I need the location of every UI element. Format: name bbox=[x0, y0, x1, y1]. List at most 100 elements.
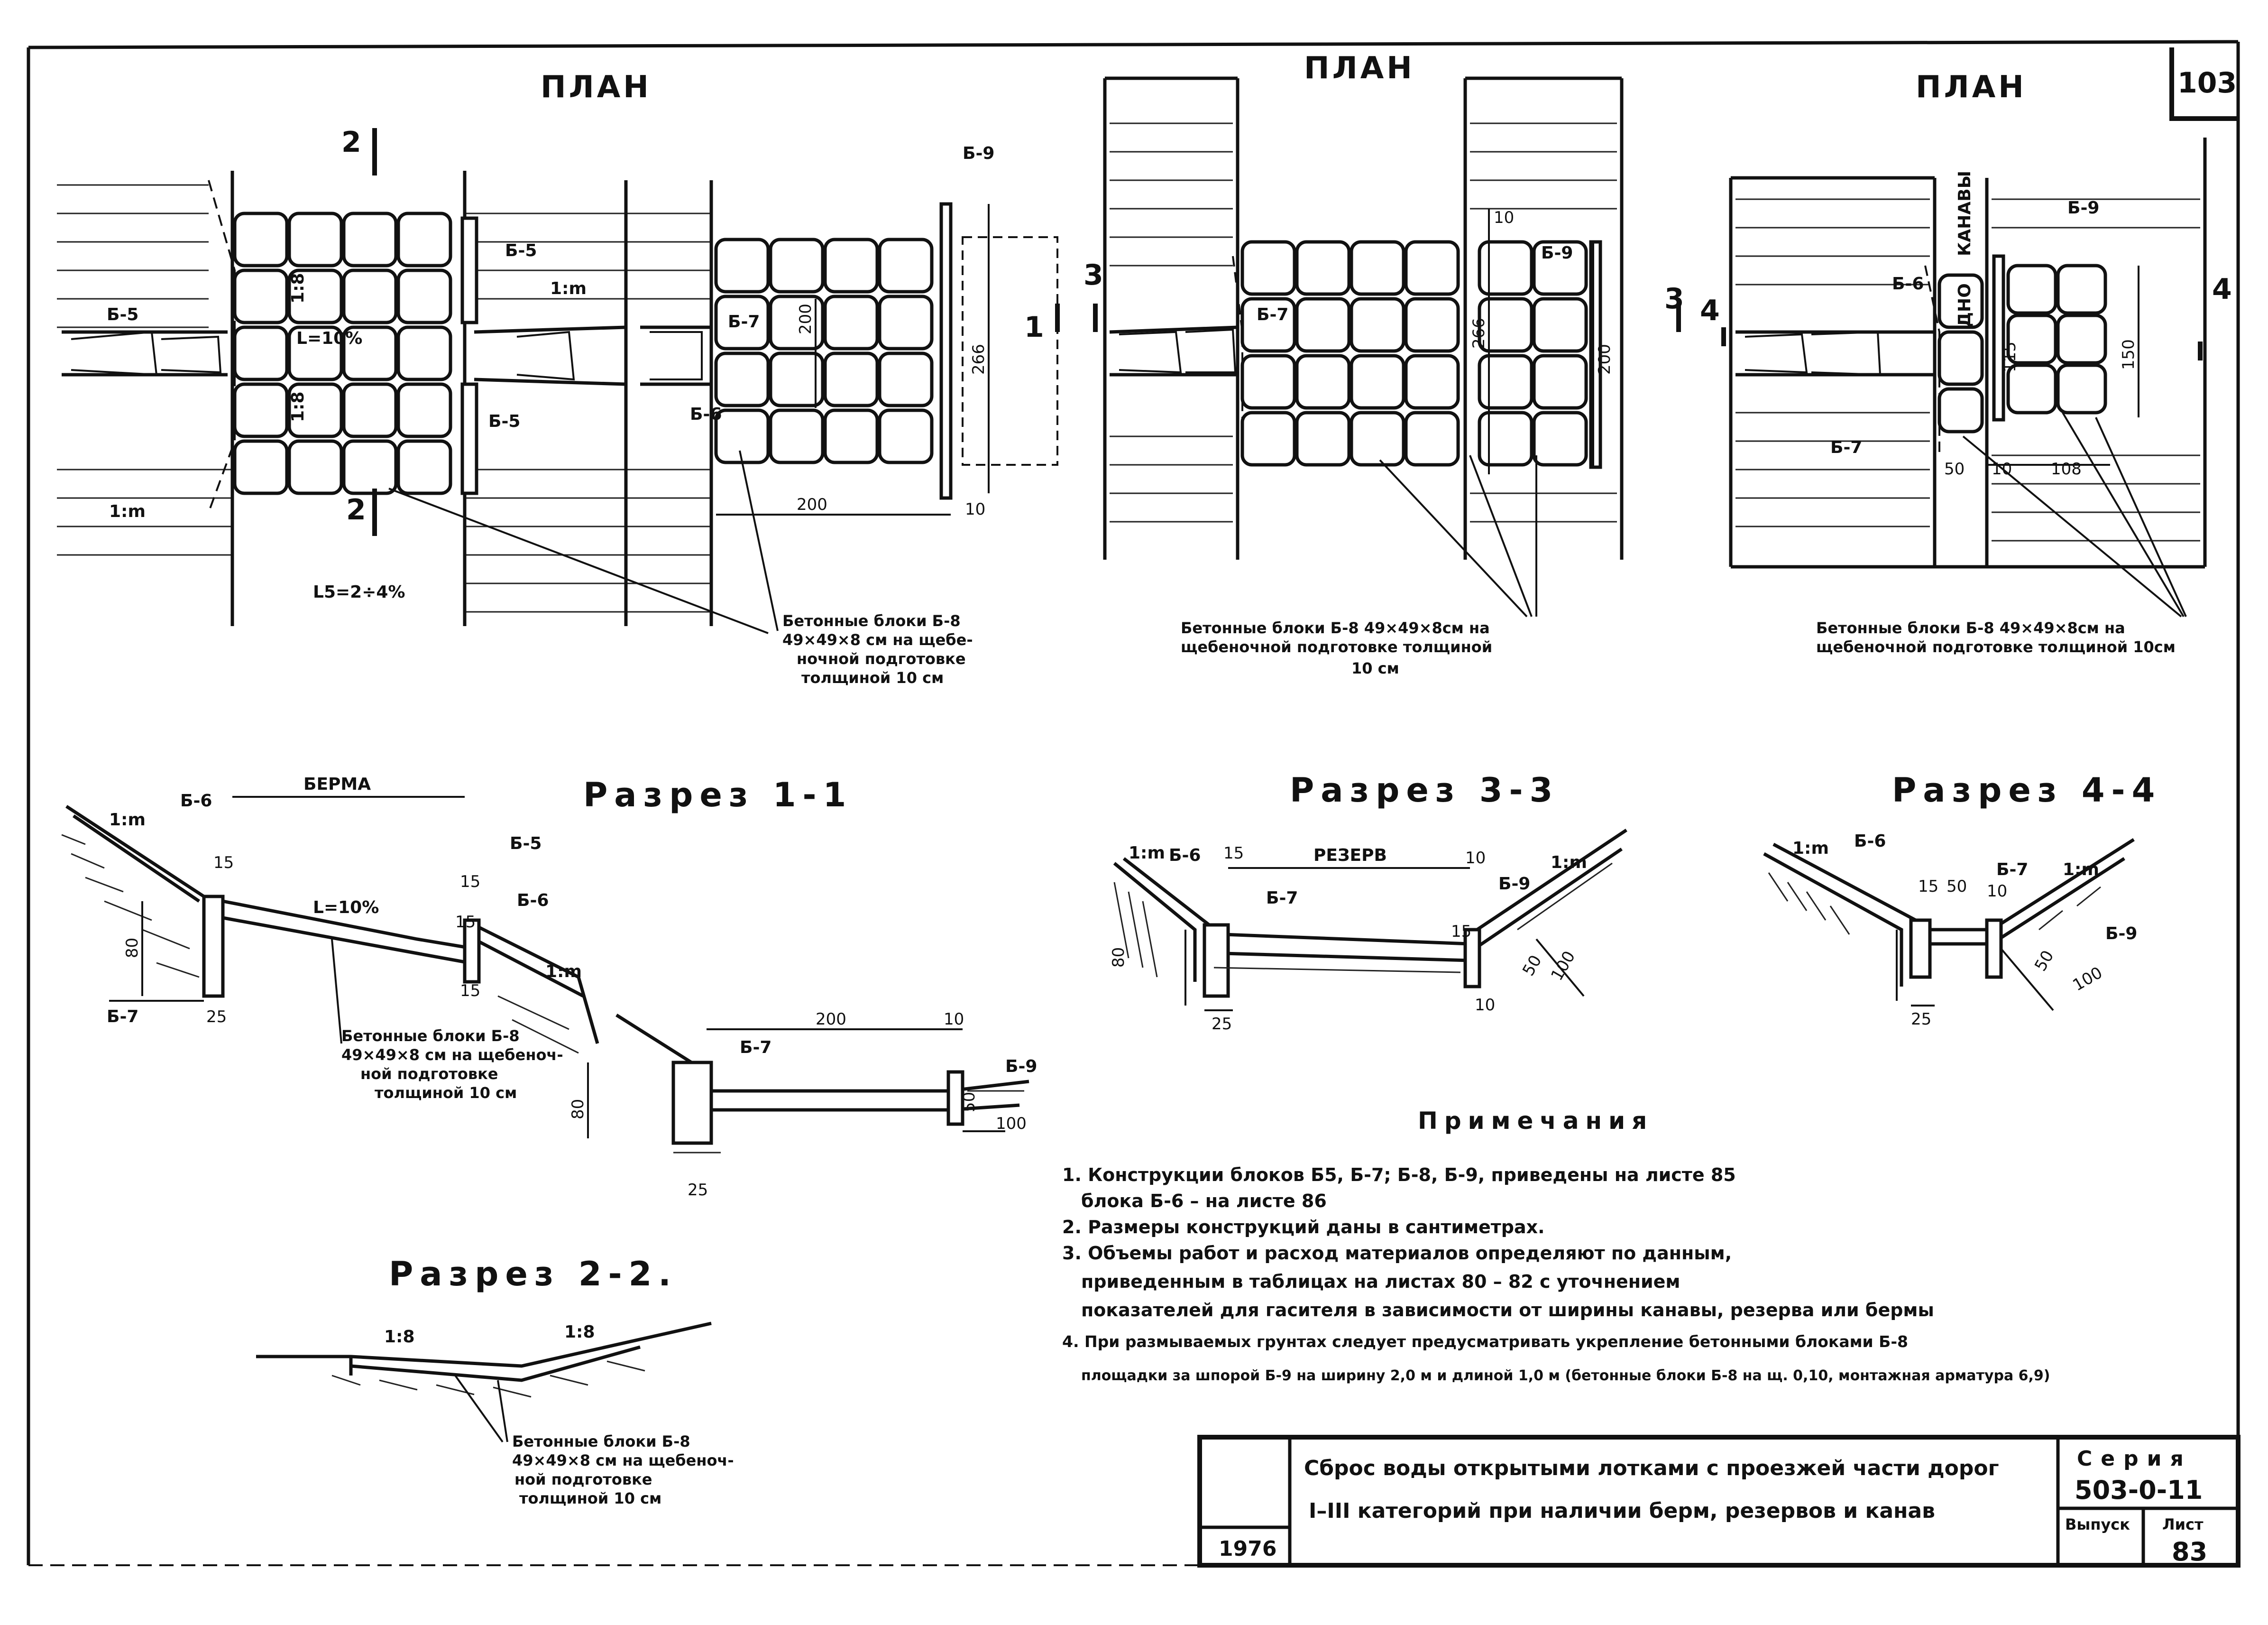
stamp-series: 503-0-11 bbox=[2075, 1475, 2203, 1505]
plan-2-label-b9: Б-9 bbox=[1541, 243, 1573, 263]
section-1-1-dim-15a: 15 bbox=[213, 853, 234, 872]
plan-1-label-b5-bottom: Б-5 bbox=[488, 412, 520, 431]
plan-2-caption-line-1: Бетонные блоки Б-8 49×49×8см на bbox=[1181, 619, 1490, 637]
section-4-4-dim-50b: 50 bbox=[2031, 947, 2057, 974]
plan-3-ditch-label-2: ДНО bbox=[1955, 283, 1974, 327]
section-3-3-dim-15a: 15 bbox=[1223, 844, 1244, 863]
section-2-2-caption-line-2: 49×49×8 см на щебеноч- bbox=[512, 1451, 734, 1469]
plan-3-label-b9: Б-9 bbox=[2067, 198, 2099, 218]
plan-3-dim-50: 50 bbox=[1944, 460, 1965, 479]
section-1-1-dim-100: 100 bbox=[996, 1114, 1027, 1133]
plan-3-dim-115: 115 bbox=[2001, 342, 2020, 372]
plan-1-slope-b: 1:8 bbox=[288, 392, 308, 423]
plan-1-caption-line-4: толщиной 10 см bbox=[801, 669, 944, 687]
stamp-title-line-1: Сброс воды открытыми лотками с проезжей … bbox=[1304, 1456, 1999, 1480]
plan-1-caption-line-3: ночной подготовке bbox=[797, 650, 966, 668]
section-1-1-label-b7-left: Б-7 bbox=[107, 1007, 138, 1026]
plan-3-caption-line-1: Бетонные блоки Б-8 49×49×8см на bbox=[1816, 619, 2125, 637]
plan-1-caption-line-1: Бетонные блоки Б-8 bbox=[782, 612, 961, 630]
section-4-4-slope-left: 1:m bbox=[1792, 839, 1829, 858]
plan-1-dim-10: 10 bbox=[965, 500, 985, 519]
plan-1-label-b5-top: Б-5 bbox=[505, 241, 537, 260]
section-3-3-dim-50: 50 bbox=[1519, 952, 1545, 979]
notes-title: Примечания bbox=[1418, 1107, 1653, 1135]
plan-3-block-grid bbox=[1937, 264, 2107, 434]
section-3-3-label-b9: Б-9 bbox=[1498, 874, 1530, 894]
section-1-1-caption-line-2: 49×49×8 см на щебеноч- bbox=[341, 1046, 563, 1064]
section-4-4-slope-right: 1:m bbox=[2063, 860, 2099, 879]
notes-line-1: 1. Конструкции блоков Б5, Б-7; Б-8, Б-9,… bbox=[1062, 1164, 1736, 1185]
section-1-1-dim-25a: 25 bbox=[206, 1007, 227, 1026]
section-1-1-caption-line-1: Бетонные блоки Б-8 bbox=[341, 1027, 520, 1045]
plan-1-grade: L=10% bbox=[296, 329, 362, 348]
stamp-series-label: Серия bbox=[2077, 1447, 2192, 1471]
section-1-1-dim-200: 200 bbox=[816, 1010, 846, 1029]
plan-2-title: ПЛАН bbox=[1304, 51, 1415, 86]
plan-1-cut-2-bottom: 2 bbox=[346, 493, 366, 526]
section-2-2-caption-line-4: толщиной 10 см bbox=[519, 1489, 661, 1507]
plan-3-cut-4-right: 4 bbox=[2212, 273, 2232, 306]
notes-line-4: 3. Объемы работ и расход материалов опре… bbox=[1062, 1243, 1732, 1264]
plan-3-label-b6: Б-6 bbox=[1892, 274, 1924, 294]
section-4-4-label-b6: Б-6 bbox=[1854, 831, 1886, 851]
section-1-1-slope-left: 1:m bbox=[109, 810, 146, 830]
section-3-3-dim-25: 25 bbox=[1212, 1015, 1232, 1034]
section-1-1-label-b5: Б-5 bbox=[510, 834, 542, 853]
notes-line-7: 4. При размываемых грунтах следует преду… bbox=[1062, 1332, 1908, 1351]
section-4-4: Разрез 4-4 bbox=[1763, 771, 2155, 1011]
plan-3-ditch-label: КАНАВЫ bbox=[1955, 171, 1974, 256]
section-2-2-slope-right: 1:8 bbox=[564, 1322, 595, 1342]
plan-3-dim-108: 108 bbox=[2051, 460, 2082, 479]
plan-1-slope-a: 1:8 bbox=[288, 273, 308, 304]
section-3-3-dim-10b: 10 bbox=[1475, 996, 1495, 1015]
section-3-3-dim-15b: 15 bbox=[1451, 922, 1471, 941]
section-3-3-title: Разрез 3-3 bbox=[1290, 771, 1559, 810]
plan-1-title: ПЛАН bbox=[541, 70, 652, 105]
plan-3-dim-10: 10 bbox=[1992, 460, 2012, 479]
plan-1-label-b6: Б-6 bbox=[690, 405, 722, 424]
notes-line-3: 2. Размеры конструкций даны в сантиметра… bbox=[1062, 1217, 1545, 1237]
section-1-1-dim-15b: 15 bbox=[460, 872, 480, 891]
plan-1-cut-2-top: 2 bbox=[341, 126, 361, 159]
section-3-3-slope-right: 1:m bbox=[1551, 853, 1587, 872]
section-1-1-label-b6-right: Б-6 bbox=[517, 891, 549, 910]
stamp-year: 1976 bbox=[1219, 1537, 1276, 1561]
section-4-4-dim-25: 25 bbox=[1911, 1010, 1931, 1029]
plan-2-caption-line-2: щебеночной подготовке толщиной bbox=[1181, 638, 1492, 656]
plan-1-dim-200-vert: 200 bbox=[796, 304, 815, 334]
plan-2-dim-10: 10 bbox=[1494, 208, 1514, 227]
plan-2-dim-266: 266 bbox=[1469, 318, 1488, 349]
section-4-4-label-b9: Б-9 bbox=[2105, 924, 2137, 943]
plan-1: ПЛАН bbox=[57, 70, 1060, 634]
section-3-3-dim-80: 80 bbox=[1109, 947, 1128, 968]
section-1-1: Разрез 1-1 bbox=[61, 776, 1029, 1154]
section-1-1-dim-80b: 80 bbox=[569, 1099, 588, 1119]
section-4-4-dim-15: 15 bbox=[1918, 877, 1938, 896]
plan-1-label-b9: Б-9 bbox=[963, 144, 994, 163]
plan-1-caption-line-2: 49×49×8 см на щебе- bbox=[782, 631, 973, 649]
stamp-issue-label: Выпуск bbox=[2065, 1515, 2130, 1533]
plan-2-block-grid bbox=[1240, 240, 1588, 467]
plan-2-cut-3-right: 3 bbox=[1664, 282, 1684, 315]
notes-line-2: блока Б-6 – на листе 86 bbox=[1081, 1191, 1327, 1211]
section-1-1-grade: L=10% bbox=[313, 898, 379, 917]
plan-3-caption-line-2: щебеночной подготовке толщиной 10см bbox=[1816, 638, 2176, 656]
plan-2-caption-line-3: 10 см bbox=[1351, 659, 1399, 677]
section-3-3-dim-100: 100 bbox=[1547, 948, 1579, 984]
section-1-1-title: Разрез 1-1 bbox=[583, 776, 853, 814]
plan-2-dim-200: 200 bbox=[1595, 344, 1614, 375]
section-3-3-label-b6: Б-6 bbox=[1169, 846, 1201, 865]
section-4-4-dim-100: 100 bbox=[2070, 963, 2106, 995]
plan-2-label-b7: Б-7 bbox=[1257, 305, 1288, 324]
section-1-1-dim-80a: 80 bbox=[123, 938, 142, 958]
plan-1-block-grid bbox=[233, 212, 452, 495]
plan-1-slope-top: 1:m bbox=[550, 279, 587, 298]
section-3-3-reserve: РЕЗЕРВ bbox=[1313, 846, 1387, 865]
plan-1-dim-266: 266 bbox=[969, 344, 988, 375]
section-1-1-dim-15d: 15 bbox=[460, 981, 480, 1000]
notes-line-8: площадки за шпорой Б-9 на ширину 2,0 м и… bbox=[1081, 1367, 2050, 1384]
section-1-1-label-b6-left: Б-6 bbox=[180, 791, 212, 811]
plan-1-label-b5-left: Б-5 bbox=[107, 305, 138, 324]
section-3-3-slope-left: 1:m bbox=[1129, 843, 1165, 863]
